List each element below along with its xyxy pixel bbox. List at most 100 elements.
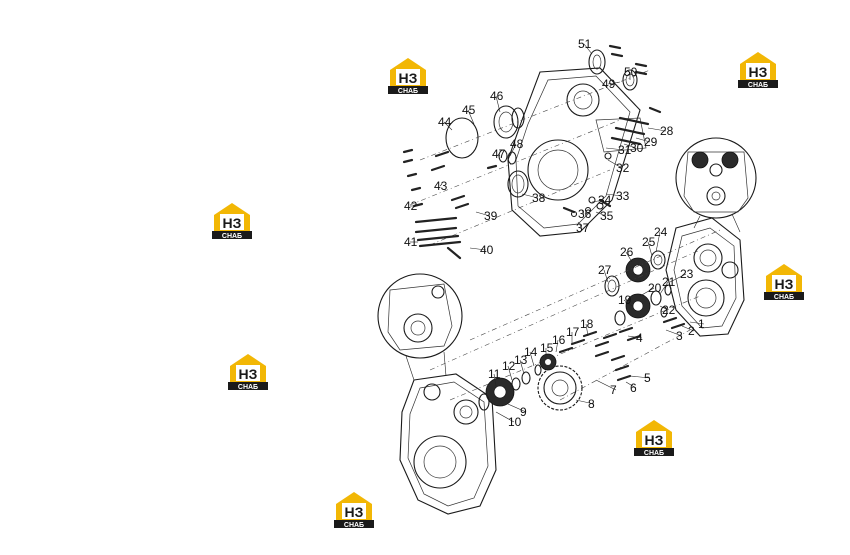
- callout-30: 30: [630, 141, 644, 155]
- leader-line-27: [603, 269, 609, 283]
- leader-line-2: [681, 325, 695, 332]
- leader-line-8: [575, 399, 595, 405]
- nz-snab-logo: НЗ СНАБ: [634, 420, 674, 457]
- callout-21: 21: [662, 275, 676, 289]
- logo-subtext: СНАБ: [774, 294, 794, 301]
- front-housing-assembly: [377, 273, 618, 515]
- logo-subtext: СНАБ: [344, 522, 364, 529]
- leader-line-16: [555, 339, 559, 353]
- leader-line-14: [529, 351, 535, 367]
- leader-line-28: [647, 127, 667, 132]
- nz-snab-logo: НЗ СНАБ: [228, 354, 268, 391]
- leader-line-3: [665, 329, 683, 337]
- leader-line-23: [669, 273, 687, 283]
- callout-49: 49: [602, 77, 616, 91]
- callout-31: 31: [618, 143, 632, 157]
- leader-line-9: [507, 403, 527, 413]
- callout-19: 19: [618, 293, 632, 307]
- callout-33: 33: [616, 189, 630, 203]
- leader-line-43: [439, 183, 443, 187]
- logo-text: НЗ: [399, 70, 418, 86]
- leader-line-7: [595, 379, 617, 391]
- leader-line-24: [655, 231, 661, 253]
- callout-46: 46: [490, 89, 504, 103]
- nz-snab-logo: НЗ СНАБ: [388, 58, 428, 95]
- callout-24: 24: [654, 225, 668, 239]
- callout-39: 39: [484, 209, 498, 223]
- leader-line-4: [627, 335, 643, 339]
- callout-45: 45: [462, 103, 476, 117]
- logo-text: НЗ: [223, 215, 242, 231]
- callout-29: 29: [644, 135, 658, 149]
- callout-2: 2: [688, 324, 695, 338]
- leader-line-35: [595, 211, 607, 217]
- logo-text: НЗ: [239, 366, 258, 382]
- leader-line-33: [605, 193, 623, 197]
- nz-snab-logo: НЗ СНАБ: [212, 203, 252, 240]
- callout-27: 27: [598, 263, 612, 277]
- leader-line-5: [629, 375, 651, 379]
- callout-32: 32: [616, 161, 630, 175]
- leader-line-47: [497, 153, 501, 157]
- callout-37: 37: [576, 221, 590, 235]
- callout-15: 15: [540, 341, 554, 355]
- logo-text: НЗ: [775, 276, 794, 292]
- callout-25: 25: [642, 235, 656, 249]
- callout-14: 14: [524, 345, 538, 359]
- leader-line-19: [623, 299, 633, 307]
- logo-subtext: СНАБ: [398, 88, 418, 95]
- leader-line-36: [581, 209, 585, 215]
- callout-4: 4: [636, 331, 643, 345]
- callout-36: 36: [578, 207, 592, 221]
- callout-26: 26: [620, 245, 634, 259]
- leader-line-34: [591, 199, 605, 203]
- callout-11: 11: [488, 367, 501, 381]
- callout-5: 5: [644, 371, 651, 385]
- callout-50: 50: [624, 65, 638, 79]
- callout-28: 28: [660, 124, 674, 138]
- callout-47: 47: [492, 147, 506, 161]
- leader-line-45: [467, 109, 475, 125]
- logo-subtext: СНАБ: [644, 450, 664, 457]
- leader-line-48: [509, 143, 517, 157]
- leader-line-30: [623, 143, 637, 149]
- leader-line-13: [519, 359, 525, 375]
- leader-line-44: [443, 121, 453, 131]
- callout-38: 38: [532, 191, 546, 205]
- logo-text: НЗ: [749, 64, 768, 80]
- leader-line-1: [689, 321, 705, 325]
- leader-line-21: [659, 281, 669, 295]
- nz-snab-logo: НЗ СНАБ: [738, 52, 778, 89]
- leader-line-51: [583, 43, 593, 55]
- callout-35: 35: [600, 209, 614, 223]
- callout-1: 1: [698, 317, 705, 331]
- callout-42: 42: [404, 199, 418, 213]
- callout-10: 10: [508, 415, 522, 429]
- callout-8: 8: [588, 397, 595, 411]
- leader-line-10: [495, 411, 515, 423]
- logo-subtext: СНАБ: [748, 82, 768, 89]
- leader-line-49: [607, 81, 621, 85]
- callout-17: 17: [566, 325, 580, 339]
- logo-text: НЗ: [645, 432, 664, 448]
- watermark-logos: НЗСНАБНЗСНАБНЗСНАБНЗСНАБНЗСНАБНЗСНАБНЗСН…: [212, 52, 804, 529]
- leader-line-38: [521, 193, 539, 199]
- callout-18: 18: [580, 317, 594, 331]
- callout-34: 34: [598, 193, 612, 207]
- upper-bolt-set: [402, 44, 662, 260]
- callout-48: 48: [510, 137, 524, 151]
- leader-line-12: [507, 365, 513, 381]
- logo-subtext: СНАБ: [238, 384, 258, 391]
- leader-line-31: [605, 147, 625, 151]
- callout-51: 51: [578, 37, 592, 51]
- callout-13: 13: [514, 353, 528, 367]
- leader-line-6: [625, 381, 637, 389]
- nz-snab-logo: НЗ СНАБ: [764, 264, 804, 301]
- callout-20: 20: [648, 281, 662, 295]
- callout-16: 16: [552, 333, 566, 347]
- logo-subtext: СНАБ: [222, 233, 242, 240]
- leader-line-22: [659, 305, 669, 311]
